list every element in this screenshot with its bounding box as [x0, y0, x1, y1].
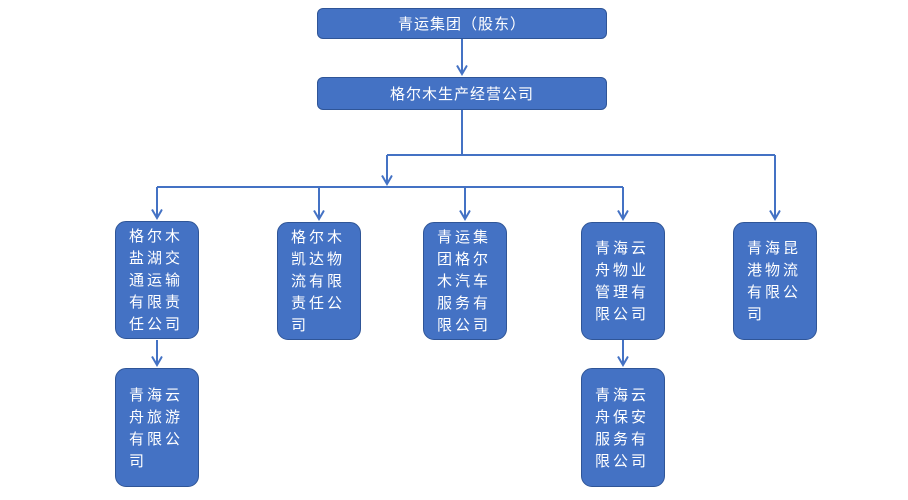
org-node-label: 青海云舟旅游有限公司: [129, 385, 184, 470]
org-node-label: 青海昆港物流有限公司: [747, 239, 802, 323]
org-node-label: 格尔木生产经营公司: [389, 85, 534, 103]
org-node-label: 青海云舟保安服务有限公司: [595, 385, 650, 470]
org-node-golmud-salt-lake-transport-company: 格尔木盐湖交通运输有限责任公司: [115, 221, 199, 339]
org-node-golmud-kaida-logistics-company: 格尔木凯达物流有限责任公司: [277, 222, 361, 340]
org-node-label: 青运集团（股东）: [397, 15, 526, 33]
org-node-label: 格尔木凯达物流有限责任公司: [291, 228, 346, 334]
org-node-qingyun-golmud-auto-service-company: 青运集团格尔木汽车服务有限公司: [423, 222, 507, 340]
org-node-label: 青运集团格尔木汽车服务有限公司: [437, 228, 492, 334]
org-node-label: 青海云舟物业管理有限公司: [595, 239, 650, 323]
org-node-qingyun-group-shareholder: 青运集团（股东）: [317, 8, 607, 39]
org-node-qinghai-yunzhou-travel-company: 青海云舟旅游有限公司: [115, 368, 199, 487]
org-node-golmud-production-operation-company: 格尔木生产经营公司: [317, 77, 607, 110]
org-node-qinghai-yunzhou-security-service-company: 青海云舟保安服务有限公司: [581, 368, 665, 487]
org-node-qinghai-yunzhou-property-management-company: 青海云舟物业管理有限公司: [581, 222, 665, 340]
org-node-qinghai-kungang-logistics-company: 青海昆港物流有限公司: [733, 222, 817, 340]
org-node-label: 格尔木盐湖交通运输有限责任公司: [129, 227, 184, 333]
